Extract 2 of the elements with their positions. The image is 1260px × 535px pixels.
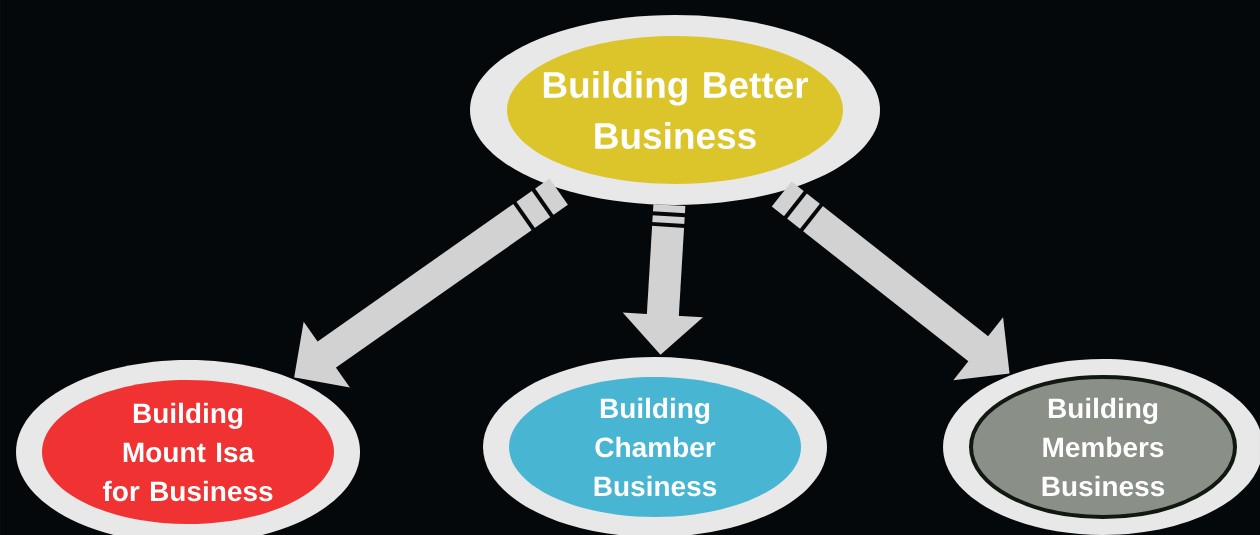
ellipse-node: Building Better Business [470, 15, 880, 205]
block-arrow [294, 178, 568, 388]
